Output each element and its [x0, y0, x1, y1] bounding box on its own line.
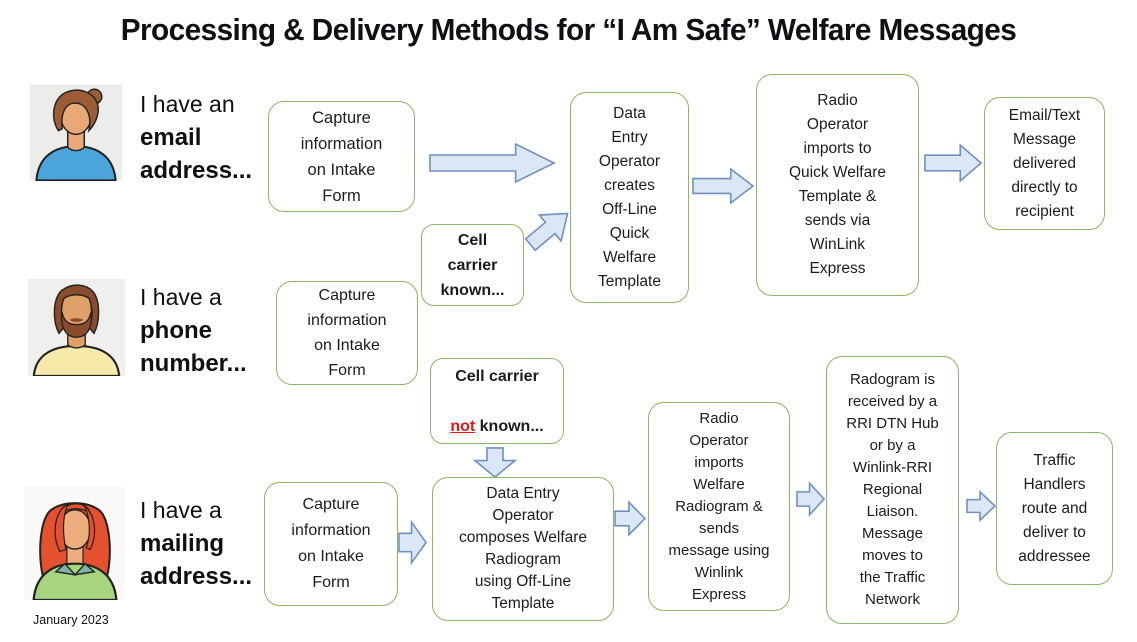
avatar-phone-person [28, 279, 125, 376]
node-cell-carrier-known: Cell carrier known... [421, 224, 524, 306]
arrow-compose-to-radioop2-icon [614, 499, 646, 538]
node-traffic-handlers: Traffic Handlers route and deliver to ad… [996, 432, 1113, 585]
node-compose-welfare-radiogram: Data Entry Operator composes Welfare Rad… [432, 477, 614, 621]
man-beard-icon [28, 279, 125, 376]
node-data-entry-quick-welfare: Data Entry Operator creates Off-Line Qui… [570, 92, 689, 303]
arrow-dataentry-to-radioop-icon [692, 168, 754, 204]
page-title: Processing & Delivery Methods for “I Am … [120, 12, 1017, 47]
woman-short-hair-icon [30, 84, 122, 181]
node-capture-email: Capture information on Intake Form [268, 101, 415, 212]
avatar-email-person [30, 84, 122, 181]
date-label: January 2023 [33, 613, 109, 627]
arrow-radioop-to-delivery-icon [924, 144, 982, 182]
arrow-cellknown-to-dataentry-icon [518, 199, 579, 259]
arrow-intake-to-dataentry-icon [429, 142, 555, 184]
actor-label-phone: I have a phone number... [140, 284, 247, 377]
actor-label-email: I have an email address... [140, 91, 253, 184]
actor-label-mailing: I have a mailing address... [140, 497, 253, 590]
woman-red-hair-icon [24, 487, 126, 600]
node-radio-operator-welfare-radiogram: Radio Operator imports Welfare Radiogram… [648, 402, 790, 611]
node-capture-phone: Capture information on Intake Form [276, 281, 418, 385]
arrow-radogram-to-traffic-icon [966, 489, 996, 523]
arrow-intake-to-compose-icon [398, 518, 427, 567]
node-cell-carrier-not-known: Cell carrier not known... [430, 358, 564, 444]
arrow-radioop2-to-radogram-icon [796, 480, 825, 518]
node-email-text-delivered: Email/Text Message delivered directly to… [984, 97, 1105, 230]
arrow-cellnot-to-compose-icon [474, 447, 516, 478]
node-capture-mailing: Capture information on Intake Form [264, 482, 398, 606]
avatar-mailing-person [24, 487, 126, 600]
node-radogram-received: Radogram is received by a RRI DTN Hub or… [826, 356, 959, 624]
not-word-highlight: not [450, 417, 476, 435]
node-radio-operator-quick-welfare: Radio Operator imports to Quick Welfare … [756, 74, 919, 296]
